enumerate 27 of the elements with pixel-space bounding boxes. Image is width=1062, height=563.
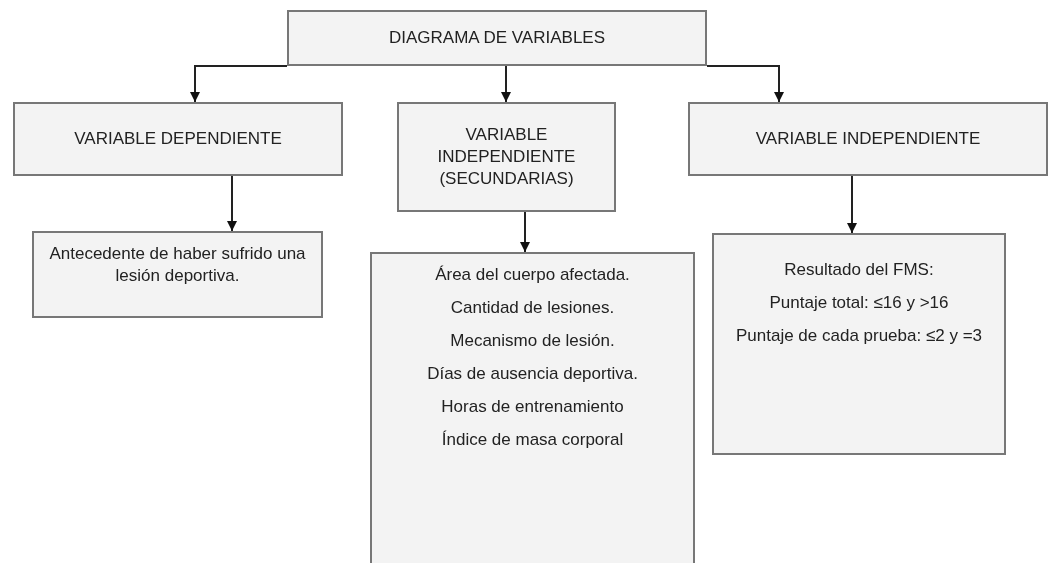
arrow — [227, 175, 237, 232]
box-text: VARIABLE INDEPENDIENTE (SECUNDARIAS) — [436, 123, 577, 191]
box-text: Resultado del FMS: — [784, 259, 934, 281]
text-box — [712, 233, 1006, 455]
box-text: Puntaje de cada prueba: ≤2 y =3 — [735, 325, 983, 348]
box-text: Mecanismo de lesión. — [450, 330, 615, 353]
box-text: Puntaje total: ≤16 y >16 — [769, 292, 949, 315]
box-text: Horas de entrenamiento — [441, 396, 624, 419]
box-text: Días de ausencia deportiva. — [427, 363, 638, 386]
arrow — [190, 65, 288, 103]
text-box — [370, 252, 695, 563]
box-text: Área del cuerpo afectada. — [435, 264, 630, 286]
box-text: Cantidad de lesiones. — [450, 297, 615, 320]
arrow — [847, 175, 857, 234]
text-box — [287, 10, 707, 66]
arrow — [501, 65, 511, 103]
box-text: DIAGRAMA DE VARIABLES — [389, 26, 605, 49]
box-text: Índice de masa corporal — [441, 429, 624, 452]
box-text: Antecedente de haber sufrido una lesión deportiva. — [48, 243, 307, 288]
text-box — [32, 231, 323, 318]
text-box — [688, 102, 1048, 176]
box-text: VARIABLE INDEPENDIENTE — [755, 127, 981, 150]
arrow — [706, 65, 784, 103]
text-box — [13, 102, 343, 176]
arrow — [520, 211, 530, 253]
text-box — [397, 102, 616, 212]
box-text: VARIABLE DEPENDIENTE — [74, 127, 282, 150]
